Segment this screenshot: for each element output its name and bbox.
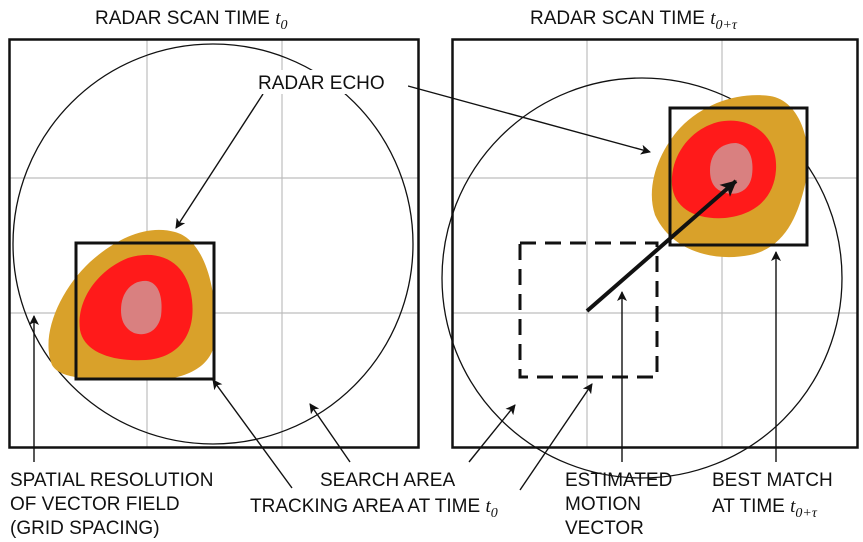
echo-core-left: [121, 280, 162, 335]
search-area-label: SEARCH AREA: [320, 470, 455, 491]
motion-vector-arrow: [585, 179, 738, 313]
left-search-circle: [12, 43, 414, 445]
best-match-time-label: AT TIME t0+τ: [712, 496, 818, 521]
pointer-arrows: [29, 85, 781, 491]
tracking-area-arrow-left: [212, 379, 293, 489]
best-match-label: BEST MATCH: [712, 470, 833, 491]
left-panel-title: RADAR SCAN TIME t0: [95, 8, 287, 33]
echo-arrow-left: [175, 93, 264, 229]
left-panel: [8, 38, 420, 449]
left-radar-echo: [48, 229, 216, 381]
right-panel-frame: [451, 38, 859, 449]
radar-echo-label-bg: [255, 70, 408, 94]
radar-echo-label: RADAR ECHO: [258, 73, 385, 94]
search-area-arrow-left: [309, 403, 351, 463]
tracking-area-label: TRACKING AREA AT TIME t0: [250, 496, 498, 521]
left-panel-frame: [8, 38, 420, 449]
right-panel: [441, 38, 859, 479]
search-area-arrow-right: [468, 404, 516, 463]
tracking-box-left: [74, 241, 216, 381]
best-match-box: [668, 106, 809, 247]
right-search-circle: [441, 77, 843, 479]
echo-arrow-right: [407, 85, 651, 155]
spatial-resolution-label: SPATIAL RESOLUTION OF VECTOR FIELD (GRID…: [10, 470, 219, 539]
tracking-area-arrow-right: [519, 383, 593, 491]
tracking-box-dashed: [518, 241, 659, 379]
estimated-motion-vector-label: ESTIMATED MOTION VECTOR: [565, 470, 678, 539]
right-panel-title: RADAR SCAN TIME t0+τ: [530, 8, 738, 33]
